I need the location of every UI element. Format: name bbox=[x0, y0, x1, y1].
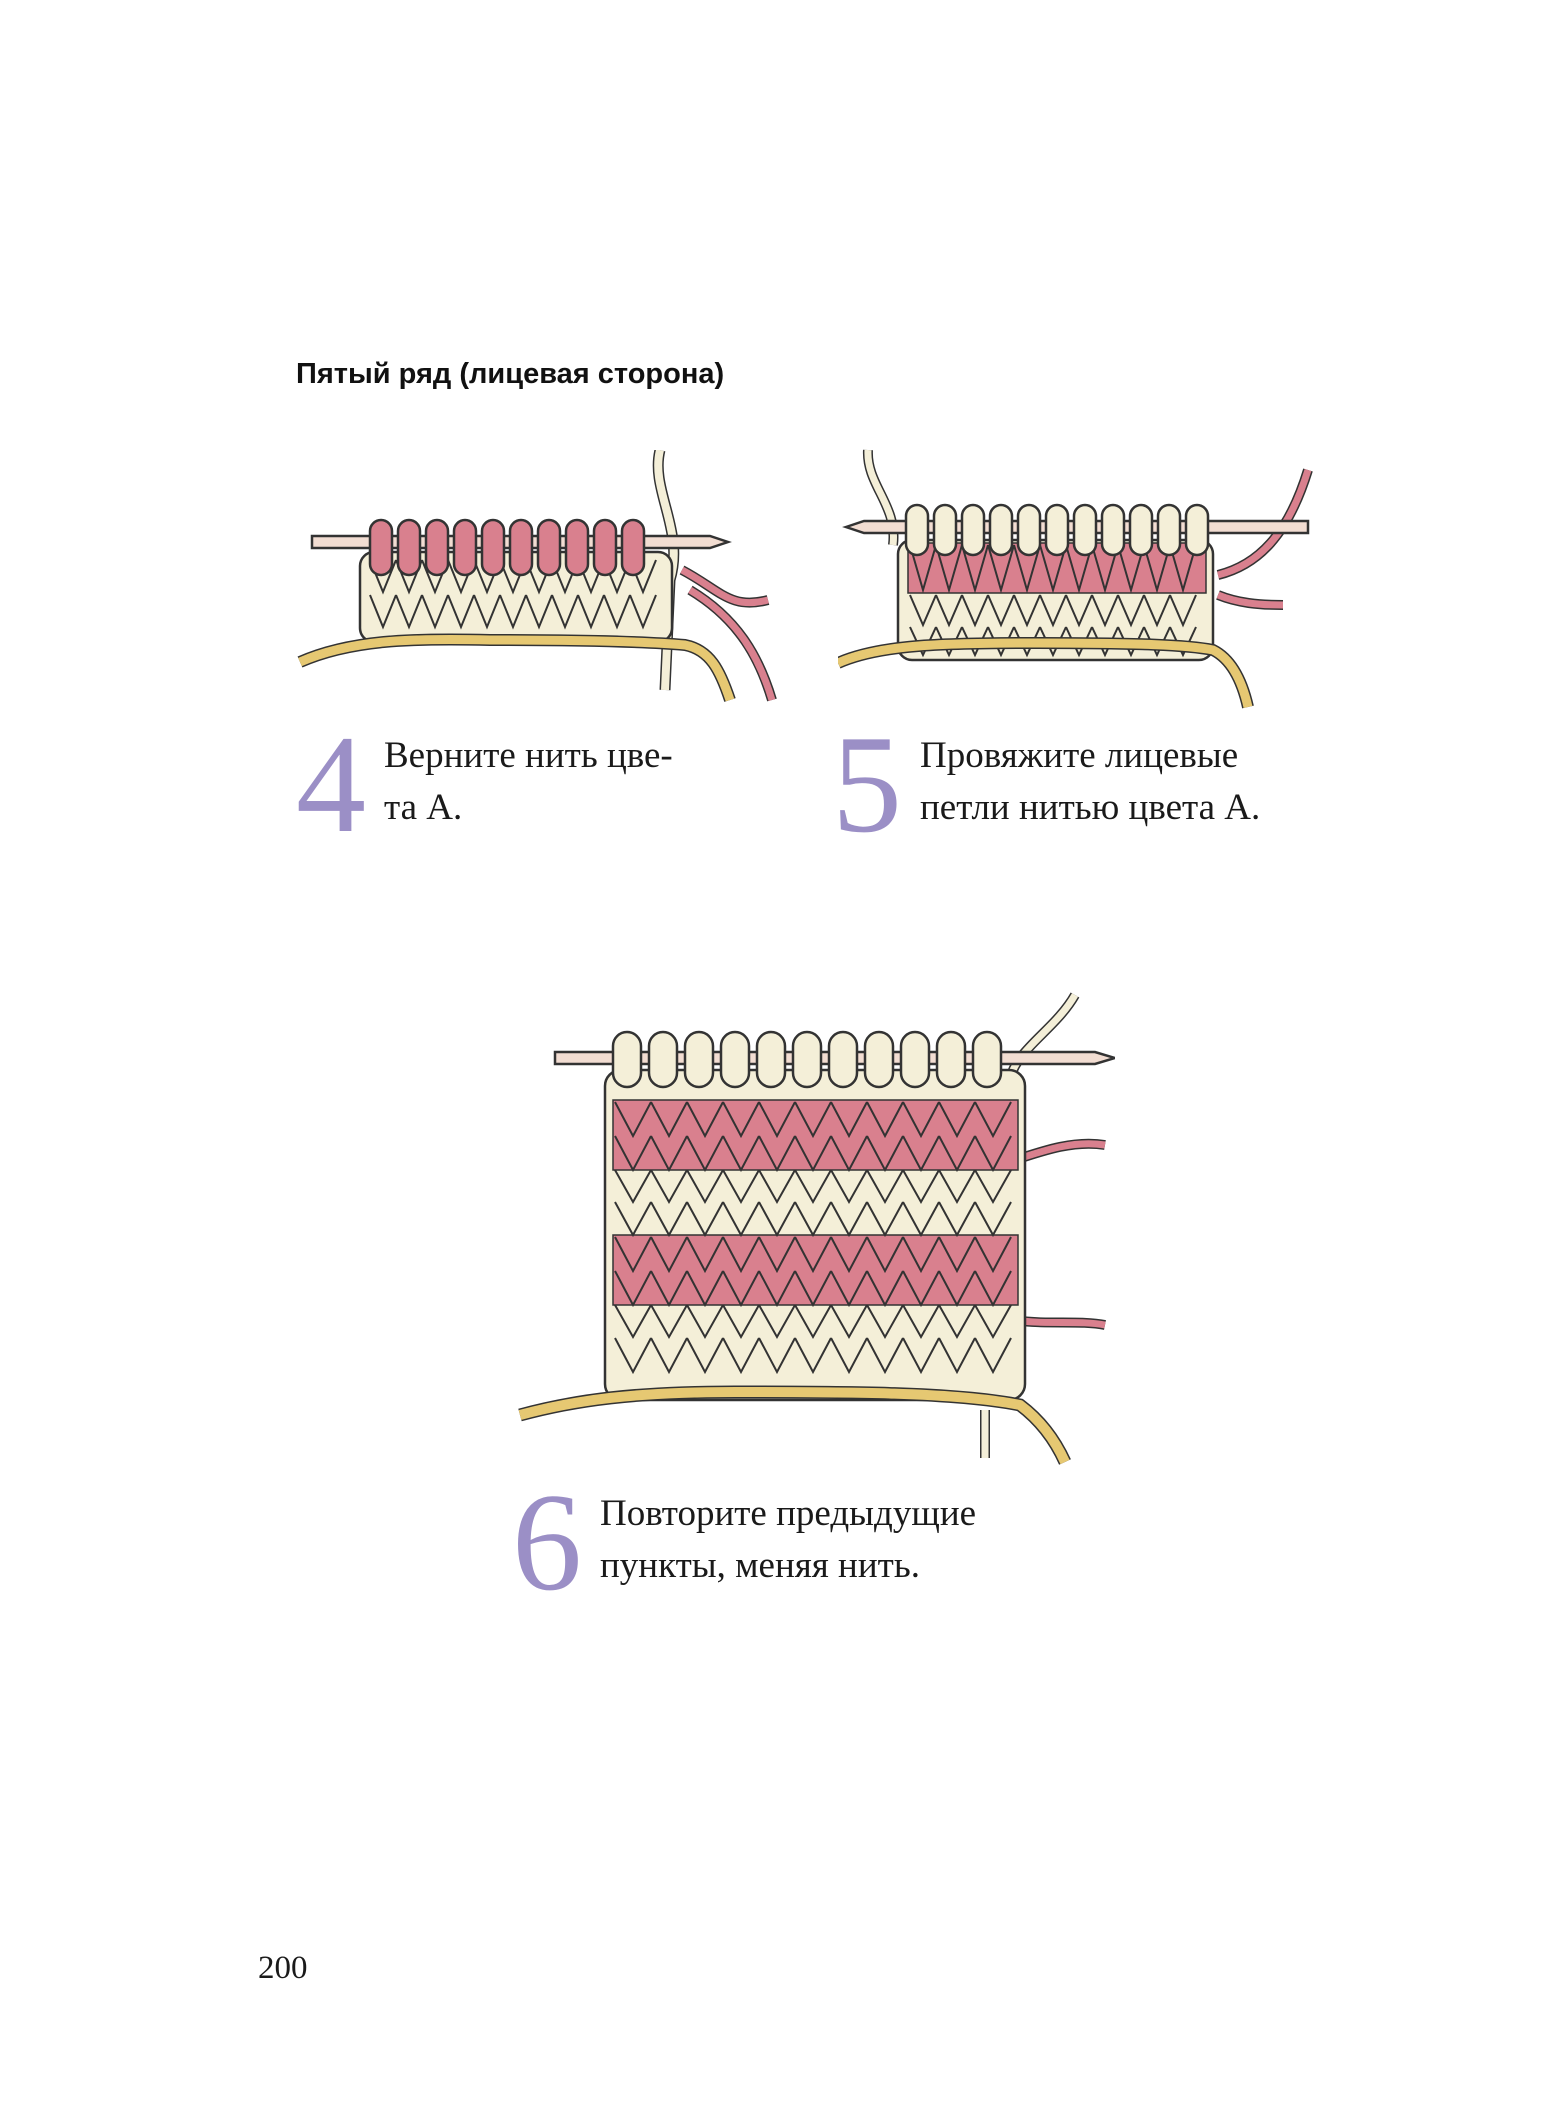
knitting-illustration-step-6 bbox=[518, 992, 1115, 1465]
step-number: 6 bbox=[512, 1465, 582, 1620]
step-number: 5 bbox=[832, 707, 902, 862]
step-6: 6 Повторите предыдущие пункты, меняя нит… bbox=[512, 1465, 977, 1620]
step-text: Повторите предыдущие пункты, меняя нить. bbox=[600, 1493, 977, 1586]
step-4: 4 Верните нить цве- та А. bbox=[296, 707, 673, 862]
step-text: Провяжите лицевые петли нитью цвета А. bbox=[920, 735, 1261, 828]
knitting-illustration-step-5 bbox=[838, 449, 1313, 709]
step-5: 5 Провяжите лицевые петли нитью цвета А. bbox=[832, 707, 1261, 862]
section-title: Пятый ряд (лицевая сторона) bbox=[296, 358, 725, 390]
step-number: 4 bbox=[296, 707, 366, 862]
page-number: 200 bbox=[258, 1950, 308, 1986]
step-text: Верните нить цве- та А. bbox=[384, 735, 673, 828]
knitting-illustration-step-4 bbox=[297, 450, 777, 702]
